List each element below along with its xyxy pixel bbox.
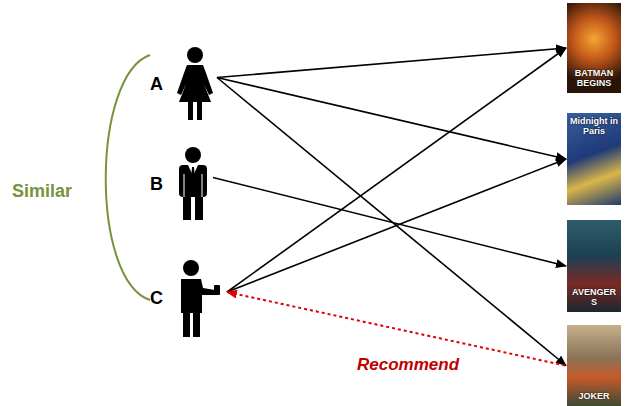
rating-connector <box>227 159 566 292</box>
movie-title: BATMAN BEGINS <box>570 69 618 89</box>
rating-connector <box>213 178 566 267</box>
movie-poster: Midnight in Paris <box>567 113 621 205</box>
movie-poster: AVENGERS <box>567 220 621 312</box>
rating-connector <box>217 48 566 78</box>
edge-label: Recommend <box>355 355 461 375</box>
rating-connector <box>227 48 566 292</box>
user-letter: C <box>150 289 163 307</box>
movie-poster: BATMAN BEGINS <box>567 3 621 93</box>
movie-title: JOKER <box>578 392 609 402</box>
man-suit-icon <box>175 146 211 221</box>
man-phone-icon <box>175 258 225 338</box>
user-figure: A <box>150 46 215 121</box>
similar-bracket <box>106 55 150 300</box>
user-letter: B <box>150 175 163 193</box>
movie-title: Midnight in Paris <box>570 117 618 137</box>
woman-icon <box>175 46 215 121</box>
group-label: Similar <box>12 181 72 202</box>
rating-connector <box>217 78 566 160</box>
user-letter: A <box>150 75 163 93</box>
movie-title: AVENGERS <box>570 288 618 308</box>
movie-poster: JOKER <box>567 325 621 406</box>
user-figure: B <box>150 146 211 221</box>
user-figure: C <box>150 258 225 338</box>
